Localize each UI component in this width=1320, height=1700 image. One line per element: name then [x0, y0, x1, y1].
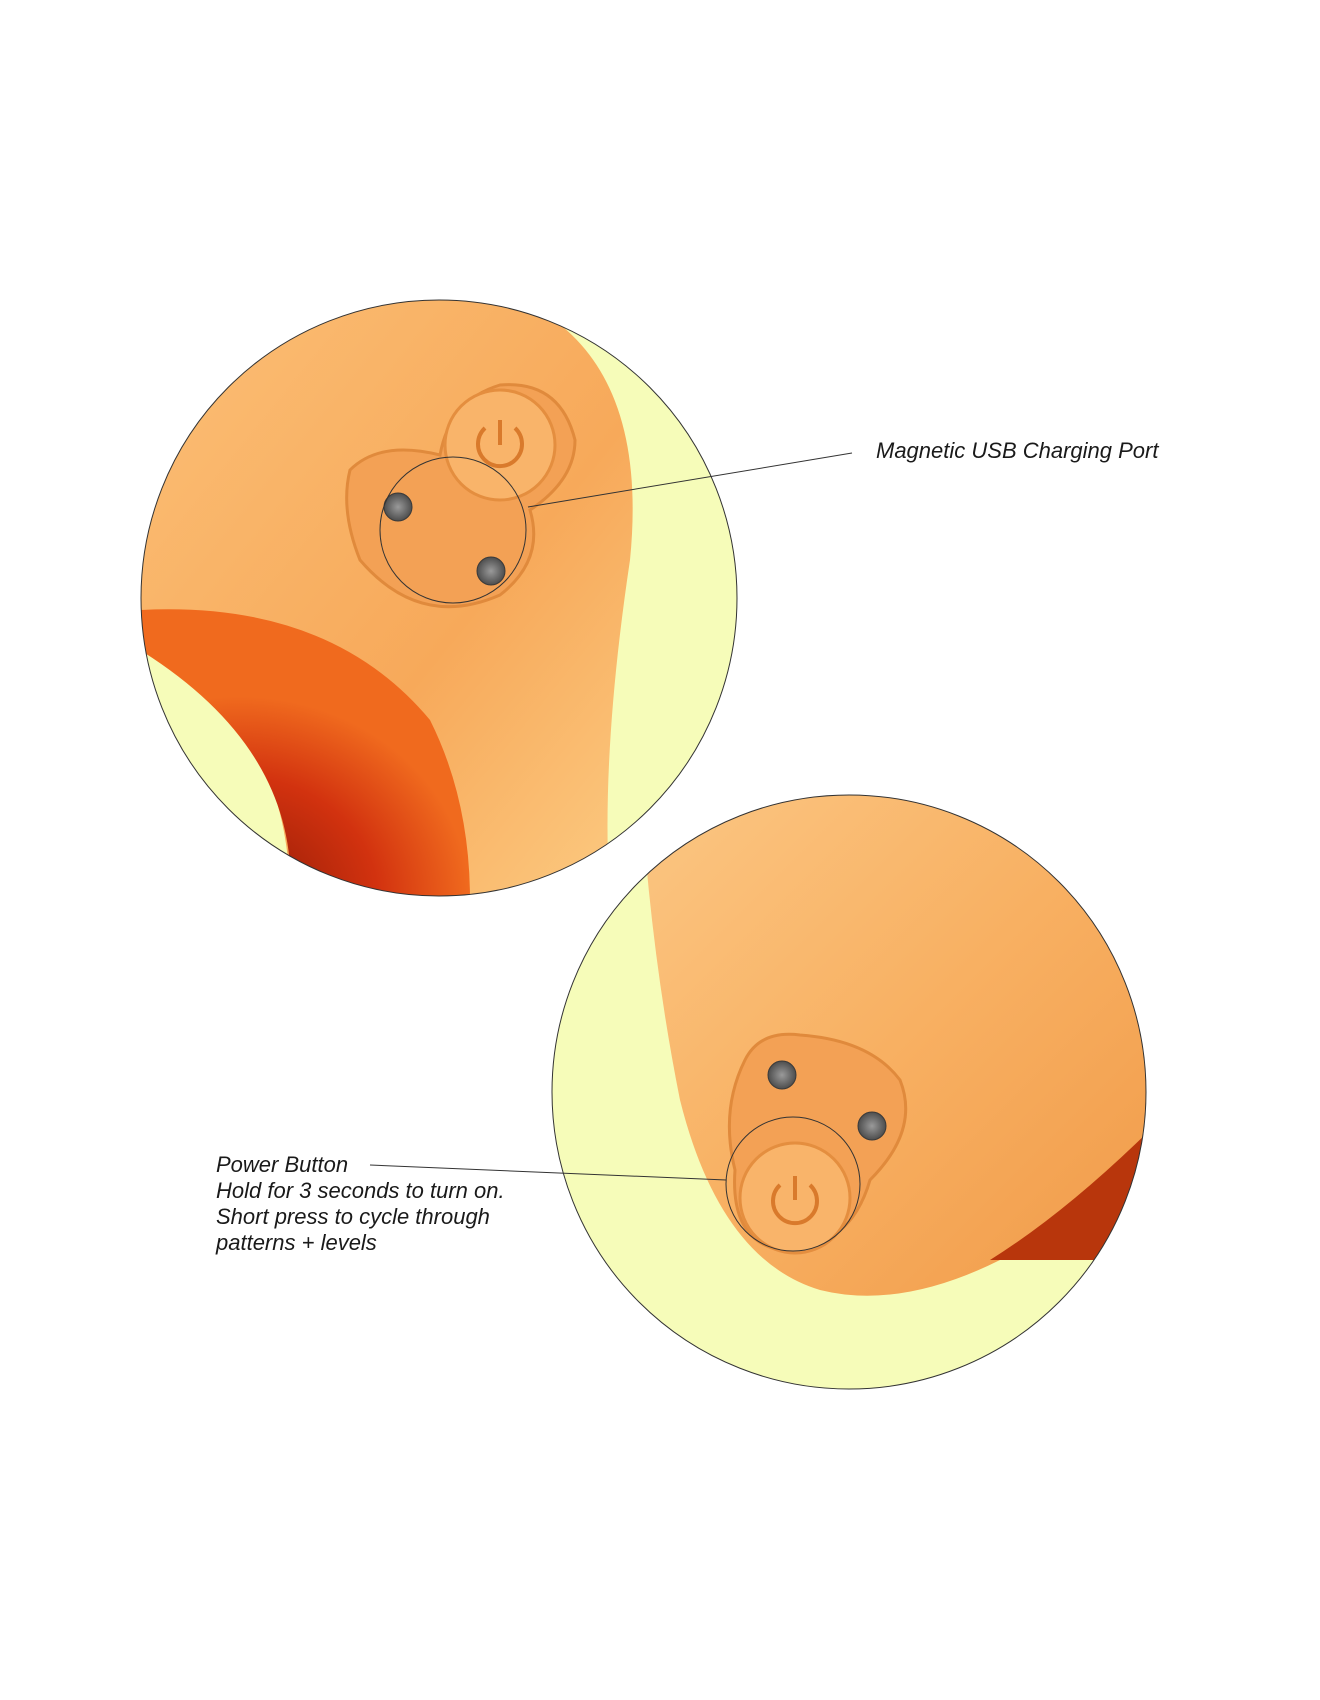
- highlight-ring: [725, 1116, 861, 1252]
- power-button-line: patterns + levels: [216, 1230, 377, 1255]
- power-button-callout: Power Button Hold for 3 seconds to turn …: [216, 1152, 505, 1256]
- power-button-line: Short press to cycle through: [216, 1204, 490, 1229]
- power-icon: [771, 1183, 819, 1226]
- usb-port-closeup: [140, 299, 853, 897]
- power-leader-line: [369, 1164, 727, 1181]
- power-icon: [476, 426, 524, 469]
- power-button-title: Power Button: [216, 1152, 349, 1177]
- power-button-line: Hold for 3 seconds to turn on.: [216, 1178, 505, 1203]
- charging-pin: [857, 1111, 887, 1141]
- usb-leader-line: [527, 452, 853, 508]
- highlight-ring: [379, 456, 527, 604]
- charging-pin: [476, 556, 506, 586]
- usb-port-label: Magnetic USB Charging Port: [876, 438, 1159, 463]
- charging-pin: [767, 1060, 797, 1090]
